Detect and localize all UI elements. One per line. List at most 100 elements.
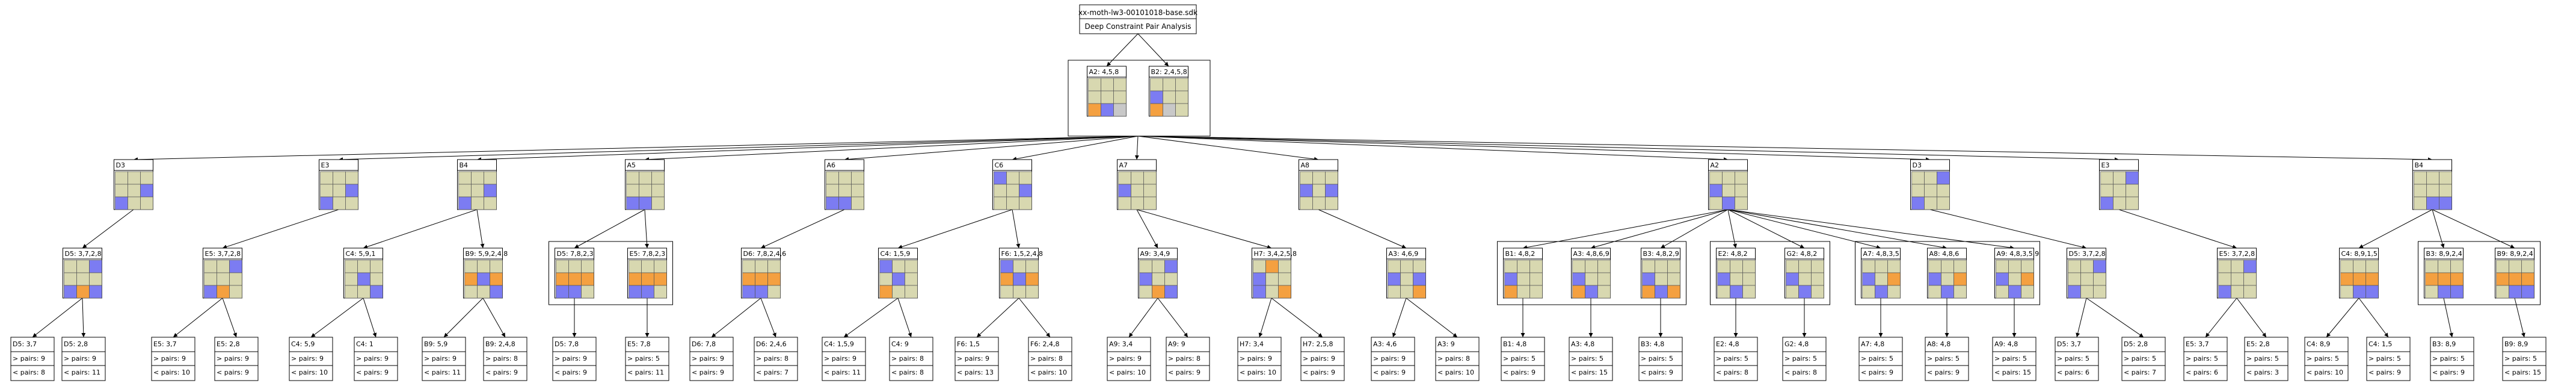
leaf-node-greater-pairs: > pairs: 5 — [2307, 355, 2339, 363]
level1-node-cell — [1709, 196, 1723, 210]
leaf-node-label: G2: 4,8 — [1784, 340, 1809, 348]
level2-node-cell — [2243, 272, 2257, 286]
level1-node-cell — [1924, 196, 1937, 210]
leaf-node-less-pairs: < pairs: 11 — [627, 369, 664, 376]
level2-node-cell — [345, 260, 358, 273]
tree-edge — [2118, 209, 2237, 249]
root-node-cell — [1088, 78, 1101, 92]
leaf-node-greater-pairs: > pairs: 5 — [1571, 355, 1603, 363]
level2-node-cell — [1954, 285, 1967, 299]
level2-node-cell — [2450, 272, 2464, 286]
leaf-node-greater-pairs: > pairs: 5 — [2124, 355, 2156, 363]
leaf-node-box — [10, 337, 55, 381]
leaf-node-label: C4: 5,9 — [291, 340, 315, 348]
level2-node-cell — [1941, 260, 1954, 273]
level2-node-cell — [370, 285, 383, 299]
level2-node-cell — [1013, 272, 1026, 286]
level2-node-cell — [1730, 285, 1743, 299]
leaf-node-less-pairs: < pairs: 10 — [153, 369, 190, 376]
level1-node-cell — [484, 171, 497, 185]
level1-node-cell — [838, 171, 852, 185]
leaf-node-box — [954, 337, 999, 381]
leaf-node-greater-pairs: > pairs: 9 — [1373, 355, 1406, 363]
tree-edge — [844, 135, 1139, 161]
leaf-node-less-pairs: < pairs: 9 — [1303, 369, 1335, 376]
tree-edge — [310, 297, 364, 338]
level2-node-cell — [2340, 272, 2353, 286]
level2-node-cell — [1798, 260, 1812, 273]
level2-node-cell — [1000, 285, 1013, 299]
level2-node-cell — [1862, 285, 1875, 299]
level2-node-cell — [1717, 272, 1730, 286]
level1-node-cell — [458, 196, 472, 210]
level1-node-cell — [1019, 184, 1032, 198]
level2-node-cell — [204, 272, 217, 286]
level2-node-cell — [654, 260, 667, 273]
leaf-node-label: F6: 2,4,8 — [1030, 340, 1060, 348]
level1-node-cell — [639, 171, 652, 185]
leaf-node-box — [483, 337, 527, 381]
level1-node-label: D3 — [116, 161, 125, 169]
leaf-node-label: B1: 4,8 — [1503, 340, 1526, 348]
level2-node-cell — [1572, 285, 1585, 299]
tree-edge — [1590, 209, 1729, 249]
level2-node-cell — [1529, 272, 1543, 286]
level2-node-cell — [1265, 272, 1279, 286]
leaf-node-less-pairs: < pairs: 9 — [217, 369, 249, 376]
level2-node-cell — [1996, 285, 2009, 299]
leaf-node-less-pairs: < pairs: 11 — [64, 369, 100, 376]
level2-node-label: A7: 4,8,3,5 — [1863, 250, 1899, 258]
level2-node-cell — [568, 285, 582, 299]
leaf-node-less-pairs: < pairs: 10 — [1240, 369, 1276, 376]
level2-node-label: B3: 8,9,2,4 — [2426, 250, 2462, 258]
level2-node-cell — [2496, 272, 2509, 286]
level1-node-cell — [1722, 171, 1735, 185]
root-node-cell — [1150, 103, 1163, 117]
leaf-node-label: A9: 3,4 — [1109, 340, 1133, 348]
level2-node-label: G2: 4,8,2 — [1787, 250, 1818, 258]
level2-node-cell — [2365, 260, 2379, 273]
tree-edge — [1012, 209, 1021, 249]
leaf-node-less-pairs: < pairs: 9 — [1168, 369, 1200, 376]
level1-node-cell — [1735, 184, 1748, 198]
level1-node-cell — [1911, 184, 1925, 198]
level1-node-cell — [115, 184, 128, 198]
leaf-node-greater-pairs: > pairs: 5 — [1994, 355, 2027, 363]
level1-node-cell — [115, 171, 128, 185]
level1-node-label: D3 — [1913, 161, 1922, 169]
level2-node-cell — [2496, 285, 2509, 299]
level2-node-cell — [217, 260, 230, 273]
level1-node-cell — [1019, 171, 1032, 185]
level2-node-cell — [1164, 272, 1178, 286]
level2-node-cell — [1413, 272, 1426, 286]
level2-node-cell — [755, 260, 768, 273]
level2-node-cell — [1529, 260, 1543, 273]
leaf-node-greater-pairs: > pairs: 5 — [2057, 355, 2089, 363]
root-node-cell — [1113, 90, 1127, 104]
level2-node-cell — [1013, 260, 1026, 273]
level1-node-cell — [2126, 171, 2139, 185]
level2-node-cell — [2093, 272, 2106, 286]
level2-node-cell — [64, 285, 77, 299]
leaf-node-label: D5: 2,8 — [64, 340, 88, 348]
level2-node-label: B3: 4,8,2,9 — [1643, 250, 1679, 258]
level2-node-cell — [767, 272, 781, 286]
level2-node-label: E5: 7,8,2,3 — [630, 250, 666, 258]
tree-edge — [1106, 33, 1139, 67]
level1-node-cell — [1709, 184, 1723, 198]
level1-node-cell — [2126, 196, 2139, 210]
level1-node-cell — [994, 184, 1007, 198]
level2-node-cell — [1655, 285, 1668, 299]
leaf-node-label: C4: 1,5,9 — [824, 340, 854, 348]
level2-node-label: C4: 5,9,1 — [346, 250, 376, 258]
level2-node-cell — [1517, 285, 1530, 299]
leaf-node-greater-pairs: > pairs: 5 — [2186, 355, 2218, 363]
leaf-node-box — [1300, 337, 1345, 381]
leaf-node-less-pairs: < pairs: 11 — [824, 369, 861, 376]
level2-node-cell — [1928, 285, 1941, 299]
leaf-node-greater-pairs: > pairs: 5 — [2369, 355, 2401, 363]
level2-node-cell — [370, 260, 383, 273]
leaf-node-box — [1237, 337, 1282, 381]
tree-edge — [222, 297, 237, 338]
